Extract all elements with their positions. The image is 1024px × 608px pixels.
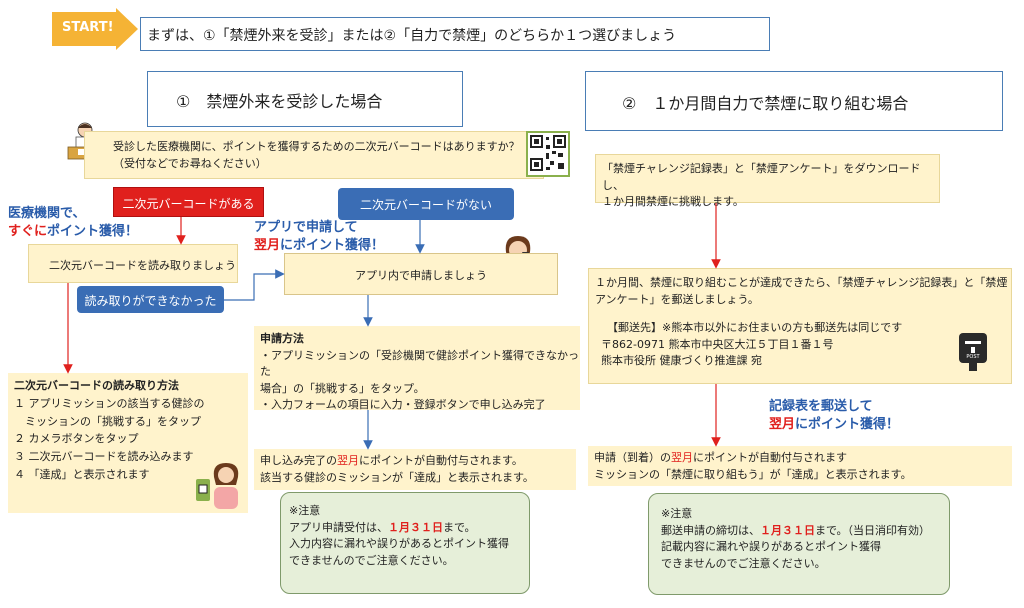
left-note-line2: 入力内容に漏れや誤りがあるとポイント獲得 [289, 537, 509, 550]
mail-line1: １か月間、禁煙に取り組むことが達成できたら、「禁煙チャレンジ記録表」と「禁煙 [595, 276, 1008, 289]
woman-scanning-qr-icon [192, 461, 242, 511]
right-result-box: 申請（到着）の翌月にポイントが自動付与されます ミッションの「禁煙に取り組もう」… [588, 446, 1012, 486]
read-step-3: ３ 二次元バーコードを読み込みます [14, 450, 194, 464]
mail-line2: アンケート」を郵送しましょう。 [595, 292, 759, 306]
app-next-month-text: アプリで申請して 翌月にポイント獲得！ [254, 220, 385, 253]
post-label: POST [966, 354, 980, 360]
left-result-box: 申し込み完了の翌月にポイントが自動付与されます。 該当する健診のミッションが「達… [254, 449, 576, 490]
qr-question-box: 受診した医療機関に、ポイントを獲得するための二次元バーコードはありますか？ （受… [84, 131, 544, 179]
qr-question-line2: （受付などでお尋ねください） [113, 156, 267, 170]
no-qr-label: 二次元バーコードがない [359, 198, 492, 212]
read-step-1b: ミッションの「挑戦する」をタップ [14, 414, 201, 428]
mail-address-title: 【郵送先】※熊本市以外にお住まいの方も郵送先は同じです [607, 321, 903, 334]
mail-address-line2: 熊本市役所 健康づくり推進課 宛 [601, 354, 762, 367]
left-title-box: ① 禁煙外来を受診した場合 [147, 71, 463, 127]
read-method-title: 二次元バーコードの読み取り方法 [14, 379, 179, 392]
read-step-2: ２ カメラボタンをタップ [14, 432, 139, 446]
left-note-box: ※注意 アプリ申請受付は、１月３１日まで。 入力内容に漏れや誤りがあるとポイント… [280, 492, 530, 594]
has-qr-label: 二次元バーコードがある [122, 197, 255, 211]
method-title: 申請方法 [260, 332, 304, 345]
instruction-text: まずは、①「禁煙外来を受診」または②「自力で禁煙」のどちらか１つ選びましょう [147, 28, 677, 44]
right-note-line1: 郵送申請の締切は、１月３１日まで。（当日消印有効） [661, 523, 931, 537]
method-line2: 場合」の「挑戦する」をタップ。 [260, 381, 425, 395]
left-note-line1: アプリ申請受付は、１月３１日まで。 [289, 520, 476, 534]
application-method-box: 申請方法 ・アプリミッションの「受診機関で健診ポイント獲得できなかった 場合」の… [254, 326, 580, 411]
right-note-line3: できませんのでご注意ください。 [661, 556, 826, 570]
method-line1: ・アプリミッションの「受診機関で健診ポイント獲得できなかった [260, 348, 579, 379]
left-result-line2: 該当する健診のミッションが「達成」と表示されます。 [260, 470, 534, 484]
right-result-line2: ミッションの「禁煙に取り組もう」が「達成」と表示されます。 [594, 467, 912, 481]
start-arrow-icon [52, 8, 138, 50]
read-step-4: ４ 「達成」と表示されます [14, 468, 150, 482]
read-qr-text: 二次元バーコードを読み取りましょう [49, 259, 236, 272]
right-result-line1: 申請（到着）の翌月にポイントが自動付与されます [594, 451, 847, 464]
immediate-point-text: 医療機関で、 すぐにポイント獲得！ [8, 206, 139, 239]
right-note-line2: 記載内容に漏れや誤りがあるとポイント獲得 [661, 540, 881, 553]
qr-read-method-box: 二次元バーコードの読み取り方法 １ アプリミッションの該当する健診の ミッション… [8, 373, 248, 513]
right-note-title: ※注意 [661, 507, 693, 520]
start-label: START! [62, 20, 114, 35]
cannot-read-label: 読み取りができなかった [84, 294, 217, 308]
qr-question-line1: 受診した医療機関に、ポイントを獲得するための二次元バーコードはありますか？ [113, 140, 520, 153]
has-qr-option[interactable]: 二次元バーコードがある [113, 187, 264, 217]
read-step-1a: １ アプリミッションの該当する健診の [14, 396, 205, 410]
left-result-line1: 申し込み完了の翌月にポイントが自動付与されます。 [260, 454, 523, 467]
mail-address-line1: 〒862-0971 熊本市中央区大江５丁目１番１号 [601, 337, 834, 351]
right-title: ② １か月間自力で禁煙に取り組む場合 [622, 94, 909, 113]
right-note-box: ※注意 郵送申請の締切は、１月３１日まで。（当日消印有効） 記載内容に漏れや誤り… [648, 493, 950, 595]
left-title: ① 禁煙外来を受診した場合 [176, 92, 383, 111]
left-note-line3: できませんのでご注意ください。 [289, 553, 454, 567]
download-box: 「禁煙チャレンジ記録表」と「禁煙アンケート」をダウンロードし、 １か月間禁煙に挑… [595, 154, 940, 208]
mail-point-text: 記録表を郵送して 翌月にポイント獲得！ [769, 399, 900, 432]
instruction-box: まずは、①「禁煙外来を受診」または②「自力で禁煙」のどちらか１つ選びましょう [140, 17, 770, 51]
download-line2: １か月間禁煙に挑戦します。 [602, 195, 744, 208]
no-qr-option[interactable]: 二次元バーコードがない [338, 188, 514, 220]
start-badge: START! [52, 8, 140, 50]
right-title-box: ② １か月間自力で禁煙に取り組む場合 [585, 71, 1003, 131]
method-line3: ・入力フォームの項目に入力・登録ボタンで申し込み完了 [260, 398, 546, 411]
apply-in-app-box: アプリ内で申請しましょう [284, 253, 558, 295]
read-qr-box: 二次元バーコードを読み取りましょう [28, 244, 238, 283]
mail-box: １か月間、禁煙に取り組むことが達成できたら、「禁煙チャレンジ記録表」と「禁煙 ア… [588, 268, 1012, 384]
qr-code-icon [526, 131, 570, 177]
download-line1: 「禁煙チャレンジ記録表」と「禁煙アンケート」をダウンロードし、 [602, 162, 921, 192]
cannot-read-option[interactable]: 読み取りができなかった [77, 286, 224, 313]
apply-in-app-text: アプリ内で申請しましょう [355, 269, 487, 282]
post-box-icon: POST [957, 331, 989, 371]
left-note-title: ※注意 [289, 504, 321, 517]
